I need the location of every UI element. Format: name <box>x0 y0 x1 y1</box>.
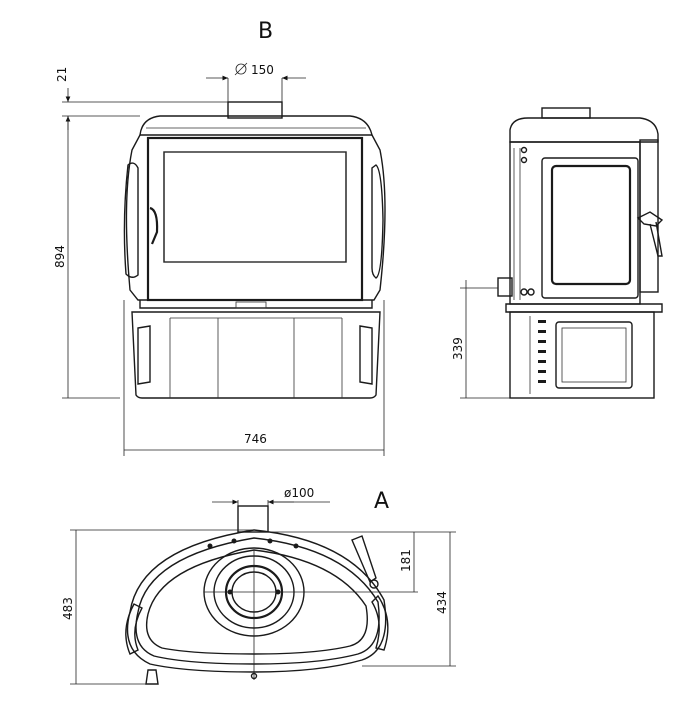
dim-top-depth-body: 434 <box>435 591 449 614</box>
dim-top-center-offset: 181 <box>399 549 413 572</box>
side-view <box>497 107 664 399</box>
dim-top-depth-total: 483 <box>61 597 75 620</box>
front-dimensions: 21 150 894 746 <box>53 62 385 456</box>
dim-side-connection-height: 339 <box>451 337 465 360</box>
dim-top-diameter: ø100 <box>284 486 314 500</box>
top-view <box>125 505 389 685</box>
dim-height: 894 <box>53 245 67 268</box>
dim-width: 746 <box>244 432 267 446</box>
dim-flue-diameter-front: 150 <box>251 63 274 77</box>
diameter-symbol-icon <box>234 62 248 76</box>
side-dimensions: 339 <box>451 280 510 399</box>
front-view <box>123 101 386 399</box>
dim-flue-offset: 21 <box>55 67 69 82</box>
top-view-label: A <box>374 489 389 514</box>
front-view-label: B <box>258 19 273 44</box>
top-dimensions: ø100 483 434 181 <box>61 486 456 685</box>
